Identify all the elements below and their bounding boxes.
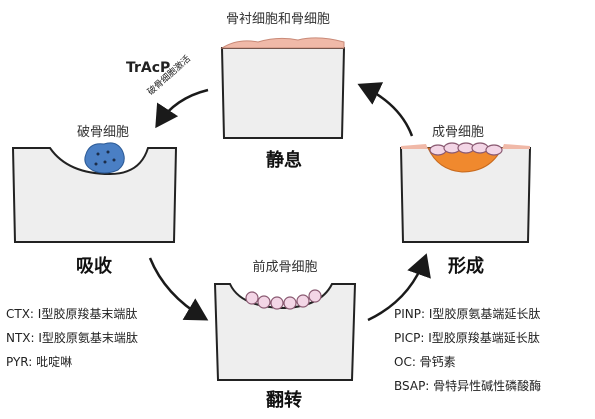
reversal-title: 翻转 (266, 390, 302, 411)
formation-bone-block (399, 142, 532, 243)
lining-cells-layer (220, 37, 345, 49)
formation-title: 形成 (448, 256, 484, 277)
resorption-marker-ntx: NTX: I型胶原氨基末端肽 (6, 331, 138, 345)
resorption-title: 吸收 (76, 256, 112, 277)
rest-cell-label: 骨衬细胞和骨细胞 (225, 12, 330, 27)
rest-title: 静息 (266, 150, 302, 171)
formation-marker-picp: PICP: I型胶原羧基端延长肽 (394, 331, 540, 345)
rest-bone-block (220, 37, 346, 139)
resorption-markers-list: CTX: I型胶原羧基末端肽 NTX: I型胶原氨基末端肽 PYR: 吡啶啉 (6, 302, 138, 374)
resorption-cell-label: 破骨细胞 (76, 125, 129, 140)
new-osteoid (427, 147, 503, 173)
formation-marker-bsap: BSAP: 骨特异性碱性磷酸酶 (394, 379, 542, 393)
arrow-rest-to-resorption (155, 88, 209, 129)
formation-marker-oc: OC: 骨钙素 (394, 355, 456, 369)
resorption-marker-ctx: CTX: I型胶原羧基末端肽 (6, 307, 138, 321)
formation-marker-pinp: PINP: I型胶原氨基端延长肽 (394, 307, 541, 321)
trap-enzyme-label: TrAcP (126, 60, 171, 76)
arrow-reversal-to-formation (367, 253, 431, 322)
formation-cell-label: 成骨细胞 (431, 125, 484, 140)
osteoclast (84, 142, 125, 174)
reversal-bone-block (213, 283, 357, 381)
resorption-marker-pyr: PYR: 吡啶啉 (6, 355, 73, 369)
arrow-resorption-to-reversal (148, 257, 209, 321)
arrow-formation-to-rest (357, 82, 414, 137)
reversal-cell-label: 前成骨细胞 (252, 260, 318, 275)
formation-markers-list: PINP: I型胶原氨基端延长肽 PICP: I型胶原羧基端延长肽 OC: 骨钙… (394, 302, 541, 398)
resorption-bone-block (11, 142, 178, 243)
